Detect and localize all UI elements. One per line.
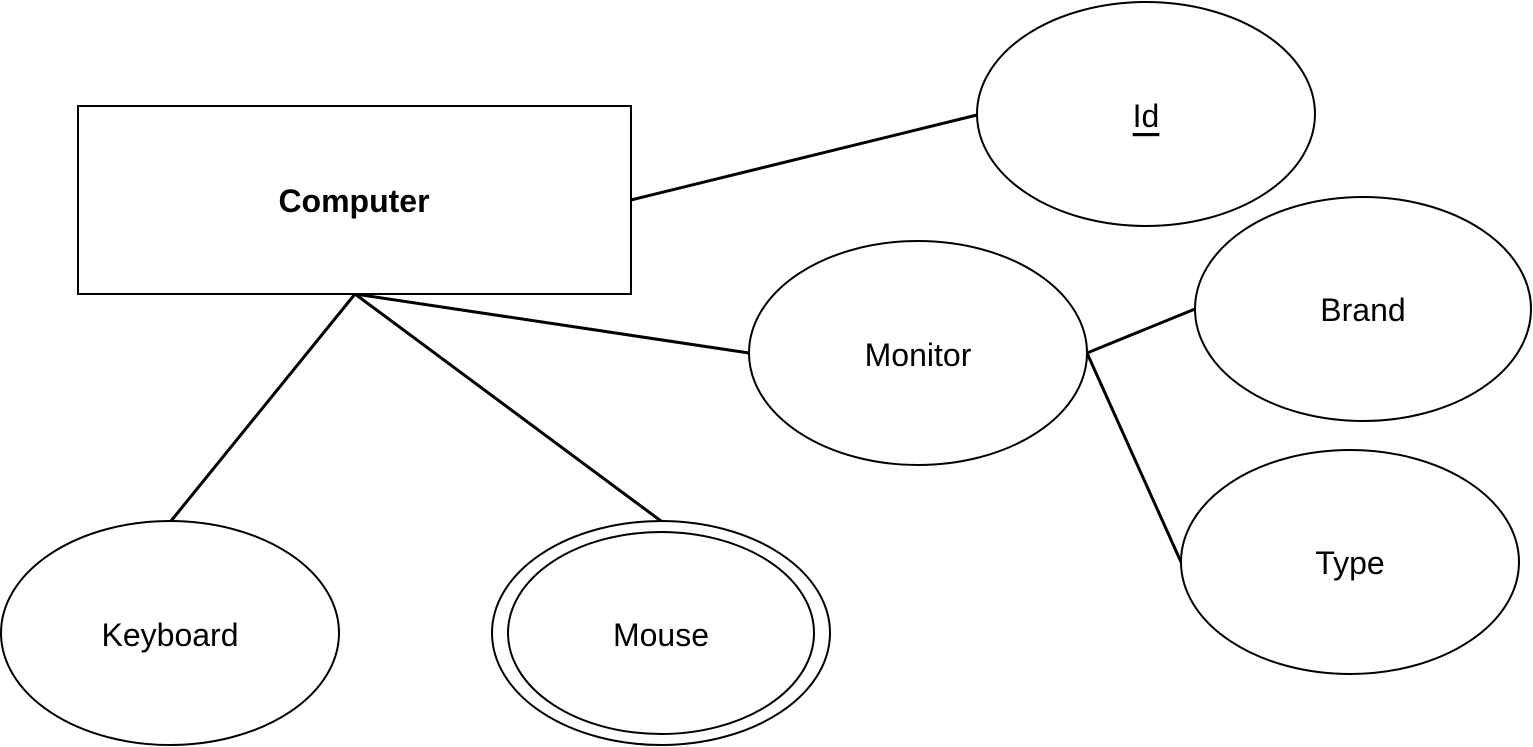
edge-computer-monitor (354, 292, 750, 355)
attribute-brand[interactable]: Brand (1194, 196, 1532, 422)
edge-computer-mouse (354, 292, 662, 523)
entity-computer[interactable]: Computer (77, 105, 632, 295)
entity-computer-label: Computer (278, 183, 429, 219)
attribute-type-label: Type (1315, 545, 1384, 581)
attribute-type-ellipse (1180, 449, 1520, 675)
attribute-monitor-ellipse (748, 240, 1088, 466)
attribute-monitor[interactable]: Monitor (748, 240, 1088, 466)
edge-computer-id (630, 113, 978, 202)
edge-computer-keyboard (169, 293, 357, 522)
attribute-keyboard-ellipse (0, 520, 340, 746)
attribute-id-ellipse (976, 1, 1316, 227)
attribute-monitor-label: Monitor (865, 337, 972, 373)
attribute-id-label: Id (1133, 98, 1160, 134)
attribute-mouse-inner-ellipse (507, 531, 815, 735)
attribute-type[interactable]: Type (1180, 449, 1520, 675)
edge-monitor-type (1085, 352, 1183, 563)
attribute-mouse[interactable]: Mouse (491, 520, 831, 746)
attribute-brand-label: Brand (1320, 292, 1405, 328)
entity-computer-box (77, 105, 632, 295)
attribute-keyboard[interactable]: Keyboard (0, 520, 340, 746)
attribute-brand-ellipse (1194, 196, 1532, 422)
attribute-id[interactable]: Id (976, 1, 1316, 227)
attribute-keyboard-label: Keyboard (102, 617, 239, 653)
attribute-mouse-label: Mouse (613, 617, 709, 653)
edge-monitor-brand (1086, 307, 1196, 355)
